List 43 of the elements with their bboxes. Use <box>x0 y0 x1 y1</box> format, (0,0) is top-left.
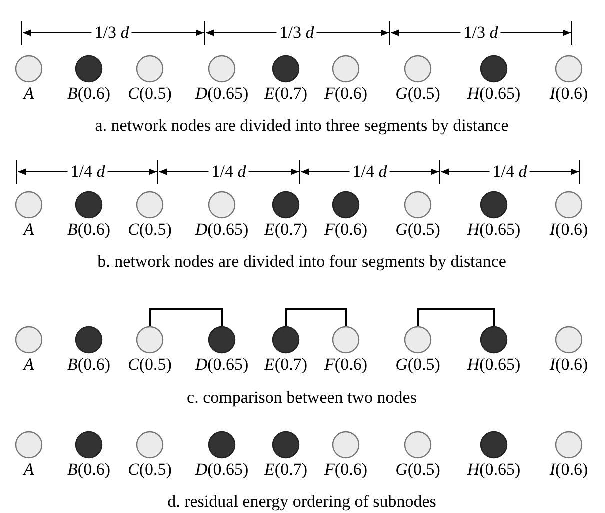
node-label: E(0.7) <box>263 461 308 479</box>
node-label: E(0.7) <box>263 356 308 374</box>
bracket-connector <box>285 308 347 327</box>
node-label: C(0.5) <box>127 221 173 239</box>
node-label: C(0.5) <box>127 356 173 374</box>
caption: b. network nodes are divided into four segments by distance <box>98 253 506 271</box>
node-label: D(0.65) <box>194 461 250 479</box>
node-label: I(0.6) <box>548 461 590 479</box>
node-label: H(0.65) <box>466 461 522 479</box>
node-label: B(0.6) <box>66 461 112 479</box>
node-label: I(0.6) <box>548 356 590 374</box>
node-label: A <box>22 85 36 103</box>
node-label: C(0.5) <box>127 461 173 479</box>
node-label: D(0.65) <box>194 85 250 103</box>
node-label: I(0.6) <box>548 85 590 103</box>
node-label: F(0.6) <box>324 221 368 239</box>
node-label: H(0.65) <box>466 85 522 103</box>
node-label: A <box>22 221 36 239</box>
node-label: F(0.6) <box>324 85 368 103</box>
caption: a. network nodes are divided into three segments by distance <box>95 117 509 135</box>
node-label: E(0.7) <box>263 85 308 103</box>
node-label: A <box>22 356 36 374</box>
node-label: B(0.6) <box>66 356 112 374</box>
node-label: E(0.7) <box>263 221 308 239</box>
bracket-connector <box>149 308 223 327</box>
node-label: H(0.65) <box>466 356 522 374</box>
node-label: G(0.5) <box>394 461 442 479</box>
node-label: B(0.6) <box>66 221 112 239</box>
node-label: B(0.6) <box>66 85 112 103</box>
node-label: G(0.5) <box>394 356 442 374</box>
node-label: I(0.6) <box>548 221 590 239</box>
node-label: F(0.6) <box>324 356 368 374</box>
node-label: G(0.5) <box>394 221 442 239</box>
node-label: G(0.5) <box>394 85 442 103</box>
bracket-connector <box>417 308 495 327</box>
node-label: D(0.65) <box>194 356 250 374</box>
node-label: D(0.65) <box>194 221 250 239</box>
node-label: A <box>22 461 36 479</box>
caption: d. residual energy ordering of subnodes <box>168 493 436 511</box>
node-label: H(0.65) <box>466 221 522 239</box>
node-label: F(0.6) <box>324 461 368 479</box>
node-label: C(0.5) <box>127 85 173 103</box>
caption: c. comparison between two nodes <box>187 389 417 407</box>
